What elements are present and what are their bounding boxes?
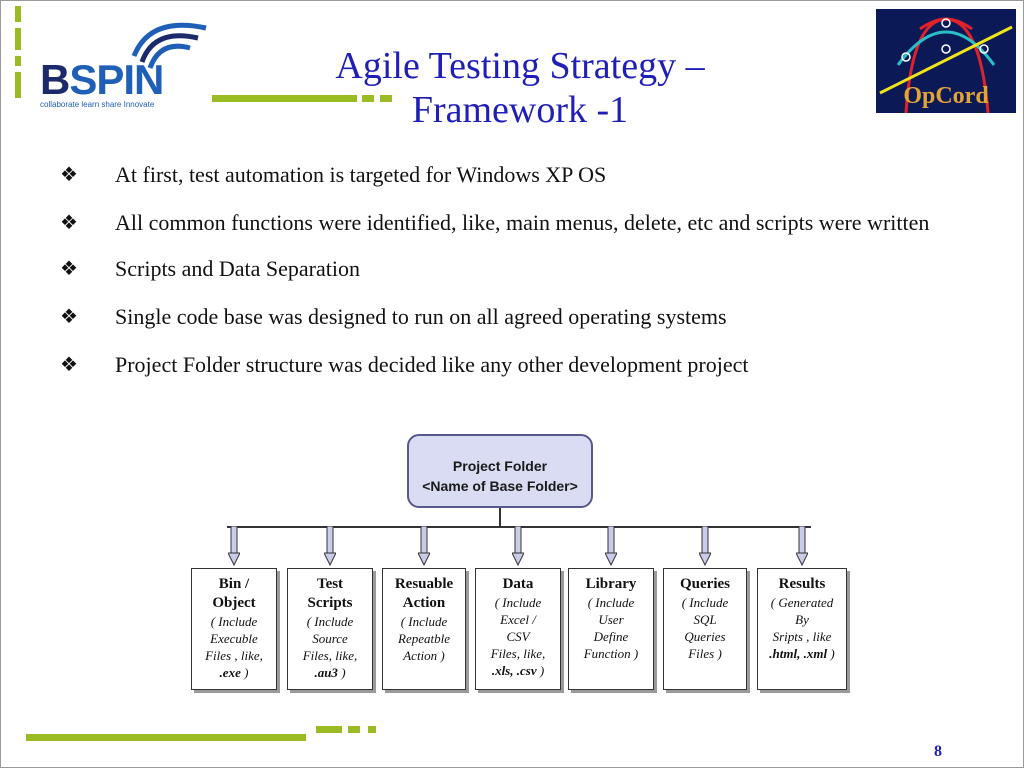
signal-arcs-icon (131, 22, 207, 69)
down-arrow-icon (796, 526, 808, 566)
subfolder-title: Library (585, 576, 637, 592)
subfolder-description: Excel / (500, 612, 536, 627)
connector-line (499, 508, 501, 526)
subfolder-extension: .exe (219, 665, 241, 680)
left-accent-bar (15, 72, 21, 98)
subfolder-description: Files, like, (302, 648, 358, 663)
subfolder-description: By (795, 612, 809, 627)
opcord-label: OpCord (903, 83, 989, 109)
slide-title-line1: Agile Testing Strategy – (335, 45, 705, 87)
bullet-item: ❖Single code base was designed to run on… (60, 302, 960, 332)
subfolder-extension: .au3 (314, 665, 338, 680)
subfolder-extension-line: .html, .xml ) (758, 645, 846, 662)
diamond-bullet-icon: ❖ (60, 258, 78, 280)
subfolder-description: SQL (693, 612, 717, 627)
down-arrow-icon (418, 526, 430, 566)
subfolder-title: Object (212, 595, 256, 611)
subfolder-extension-tail: ) (240, 665, 249, 680)
subfolder-title: Data (502, 576, 534, 592)
bullet-list: ❖At first, test automation is targeted f… (60, 160, 960, 398)
bullet-item: ❖At first, test automation is targeted f… (60, 160, 960, 190)
subfolder-description: ( Include (400, 614, 448, 629)
bullet-item: ❖All common functions were identified, l… (60, 208, 960, 238)
subfolder-description: ( Include (587, 595, 635, 610)
subfolder-extension-line: .au3 ) (288, 664, 372, 681)
subfolder-description: User (598, 612, 624, 627)
footer-accent-bar (26, 734, 306, 741)
subfolder-description: CSV (506, 629, 530, 644)
header-accent-bar (380, 95, 392, 102)
subfolder-description: Repeatble (398, 631, 450, 646)
subfolder-description: Action ) (403, 648, 445, 663)
subfolder-description: Source (312, 631, 348, 646)
opcord-graph-icon (879, 17, 1013, 113)
subfolder-extension: .xls, .csv (491, 663, 537, 678)
subfolder-extension-line: .xls, .csv ) (476, 662, 560, 679)
slide-title: Agile Testing Strategy – Framework -1 (260, 44, 780, 132)
subfolder-description: Files, like, (490, 646, 546, 661)
bspin-logo: BSPIN collaborate learn share Innovate (40, 18, 215, 109)
left-accent-bar (15, 6, 21, 22)
left-accent-bar (15, 56, 21, 66)
logo-wordmark: BSPIN (40, 56, 164, 103)
subfolder-description: Sripts , like (772, 629, 832, 644)
footer-accent-bar (348, 726, 360, 733)
subfolder-description: Queries (684, 629, 726, 644)
subfolder-description: Execuble (210, 631, 258, 646)
subfolder-title: Scripts (307, 595, 353, 611)
header-accent-bar (212, 95, 357, 102)
subfolder-extension-tail: ) (827, 646, 835, 661)
subfolder-extension-tail: ) (536, 663, 545, 678)
subfolder-title: Results (778, 576, 826, 592)
subfolder-title: Test (316, 576, 344, 592)
subfolder-extension-line: .exe ) (192, 664, 276, 681)
diamond-bullet-icon: ❖ (60, 354, 78, 376)
down-arrow-icon (605, 526, 617, 566)
down-arrow-icon (324, 526, 336, 566)
header-accent-bar (362, 95, 374, 102)
page-number: 8 (934, 743, 942, 760)
logo-tagline: collaborate learn share Innovate (40, 100, 155, 109)
folder-structure-diagram: Project Folder <Name of Base Folder> Bin… (185, 430, 855, 700)
subfolder-description: ( Include (210, 614, 258, 629)
root-folder-box: Project Folder <Name of Base Folder> (407, 434, 593, 508)
diamond-bullet-icon: ❖ (60, 306, 78, 328)
subfolder-description: ( Include (306, 614, 354, 629)
subfolder-description: ( Include (681, 595, 729, 610)
subfolder-title: Bin / (218, 576, 250, 592)
bullet-item: ❖Project Folder structure was decided li… (60, 350, 960, 380)
opcord-logo: OpCord (876, 9, 1016, 113)
diamond-bullet-icon: ❖ (60, 212, 78, 234)
root-folder-title: Project Folder (452, 458, 548, 474)
left-accent-bar (15, 28, 21, 50)
footer-accent-bar (368, 726, 376, 733)
down-arrow-icon (228, 526, 240, 566)
subfolder-extension: .html, .xml (769, 646, 828, 661)
slide-title-line2: Framework -1 (411, 89, 629, 131)
subfolder-description: Files ) (688, 646, 722, 661)
diamond-bullet-icon: ❖ (60, 164, 78, 186)
subfolder-extension-tail: ) (337, 665, 346, 680)
bullet-item: ❖Scripts and Data Separation (60, 254, 960, 284)
subfolder-description: Define (593, 629, 629, 644)
down-arrow-icon (699, 526, 711, 566)
subfolder-description: ( Generated (770, 595, 834, 610)
subfolder-description: Files , like, (205, 648, 263, 663)
subfolder-title: Action (402, 595, 446, 611)
subfolder-title: Resuable (394, 576, 454, 592)
footer-accent-bar (316, 726, 342, 733)
subfolder-title: Queries (680, 576, 730, 592)
subfolder-description: ( Include (494, 595, 542, 610)
root-folder-subtitle: <Name of Base Folder> (422, 478, 578, 494)
down-arrow-icon (512, 526, 524, 566)
subfolder-description: Function ) (583, 646, 639, 661)
